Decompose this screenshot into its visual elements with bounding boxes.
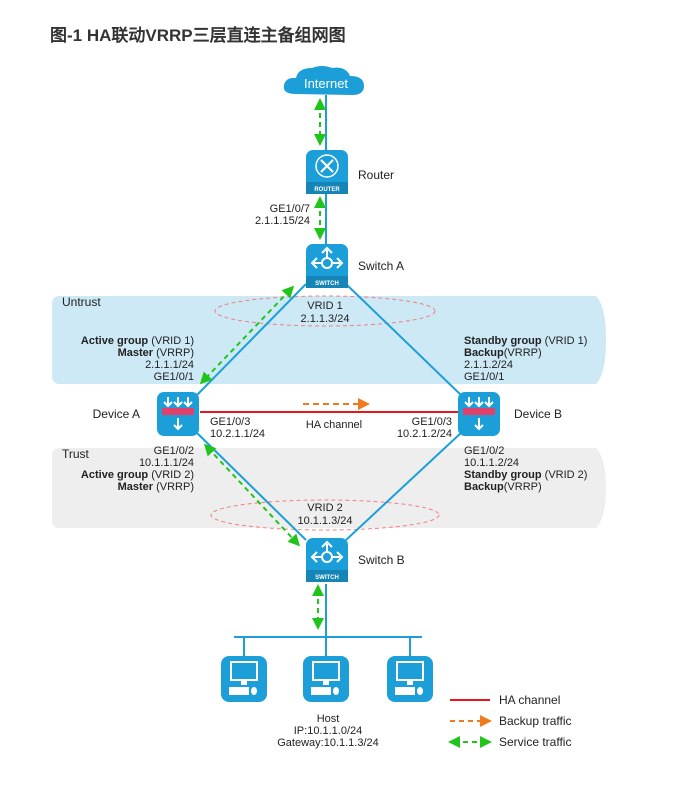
device-a-label: Device A: [93, 407, 140, 421]
device-a-untrust-group: Active group (VRID 1): [81, 335, 194, 347]
device-b-untrust-role: Backup(VRRP): [464, 347, 542, 359]
device-b-node[interactable]: Device B: [458, 392, 562, 436]
device-b-trust-role: Backup(VRRP): [464, 481, 542, 493]
legend: HA channel Backup traffic Service traffi…: [448, 693, 571, 749]
untrust-zone-label: Untrust: [62, 295, 101, 309]
link-device-b-switch-b: [345, 431, 463, 541]
device-b-trust-ip: 10.1.1.2/24: [464, 457, 519, 469]
vrid2-name: VRID 2: [307, 502, 342, 514]
switch-b-node[interactable]: SWITCH Switch B: [306, 538, 405, 582]
switch-b-label: Switch B: [358, 553, 405, 567]
internet-label: Internet: [304, 76, 348, 91]
device-a-ha-ip: 10.2.1.1/24: [210, 428, 265, 440]
device-b-label: Device B: [514, 407, 562, 421]
legend-service-traffic-label: Service traffic: [499, 735, 571, 749]
device-a-trust-ip: 10.1.1.1/24: [139, 457, 194, 469]
device-a-untrust-role: Master (VRRP): [118, 347, 194, 359]
legend-backup-traffic-label: Backup traffic: [499, 714, 571, 728]
switch-a-label: Switch A: [358, 259, 404, 273]
device-a-untrust-ip: 2.1.1.1/24: [145, 359, 194, 371]
host-3[interactable]: [387, 656, 433, 702]
device-b-untrust-group: Standby group (VRID 1): [464, 335, 587, 347]
router-node[interactable]: ROUTER Router: [306, 150, 394, 194]
trust-zone: [52, 448, 606, 528]
host-name: Host: [317, 713, 340, 725]
internet-cloud[interactable]: Internet: [283, 66, 364, 95]
vrid2-ip: 10.1.1.3/24: [297, 515, 352, 527]
device-a-trust-role: Master (VRRP): [118, 481, 194, 493]
device-b-untrust-ip: 2.1.1.2/24: [464, 359, 513, 371]
device-b-untrust-iface: GE1/0/1: [464, 371, 504, 383]
untrust-zone: [52, 296, 606, 384]
legend-ha-channel-label: HA channel: [499, 693, 560, 707]
vrid1-name: VRID 1: [307, 300, 342, 312]
router-badge: ROUTER: [314, 187, 340, 193]
device-a-trust-group: Active group (VRID 2): [81, 469, 194, 481]
service-traffic-arrows: [199, 98, 326, 630]
switch-b-badge: SWITCH: [315, 575, 339, 581]
host-ip: IP:10.1.1.0/24: [294, 725, 363, 737]
device-b-trust-group: Standby group (VRID 2): [464, 469, 587, 481]
host-gateway: Gateway:10.1.1.3/24: [277, 737, 379, 749]
service-arrow-switch-a-device-a: [199, 285, 295, 385]
router-label: Router: [358, 168, 394, 182]
service-arrow-device-a-switch-b: [203, 443, 301, 547]
router-port-ip: 2.1.1.15/24: [255, 215, 310, 227]
host-2[interactable]: [303, 656, 349, 702]
trust-zone-label: Trust: [62, 447, 90, 461]
device-b-ha-ip: 10.2.1.2/24: [397, 428, 452, 440]
device-a-trust-iface: GE1/0/2: [154, 445, 194, 457]
cloud-icon: [283, 66, 364, 95]
device-a-node[interactable]: Device A: [93, 392, 199, 436]
figure-title: 图-1 HA联动VRRP三层直连主备组网图: [50, 26, 346, 45]
device-b-trust-iface: GE1/0/2: [464, 445, 504, 457]
router-port-iface: GE1/0/7: [270, 203, 310, 215]
device-a-untrust-iface: GE1/0/1: [154, 371, 194, 383]
link-switch-a-device-b: [345, 283, 463, 397]
vrid1-ip: 2.1.1.3/24: [301, 313, 350, 325]
switch-a-node[interactable]: SWITCH Switch A: [306, 244, 404, 288]
device-b-ha-iface: GE1/0/3: [412, 416, 452, 428]
ha-channel-label: HA channel: [306, 419, 362, 431]
switch-a-badge: SWITCH: [315, 281, 339, 287]
host-1[interactable]: [221, 656, 267, 702]
device-a-ha-iface: GE1/0/3: [210, 416, 250, 428]
